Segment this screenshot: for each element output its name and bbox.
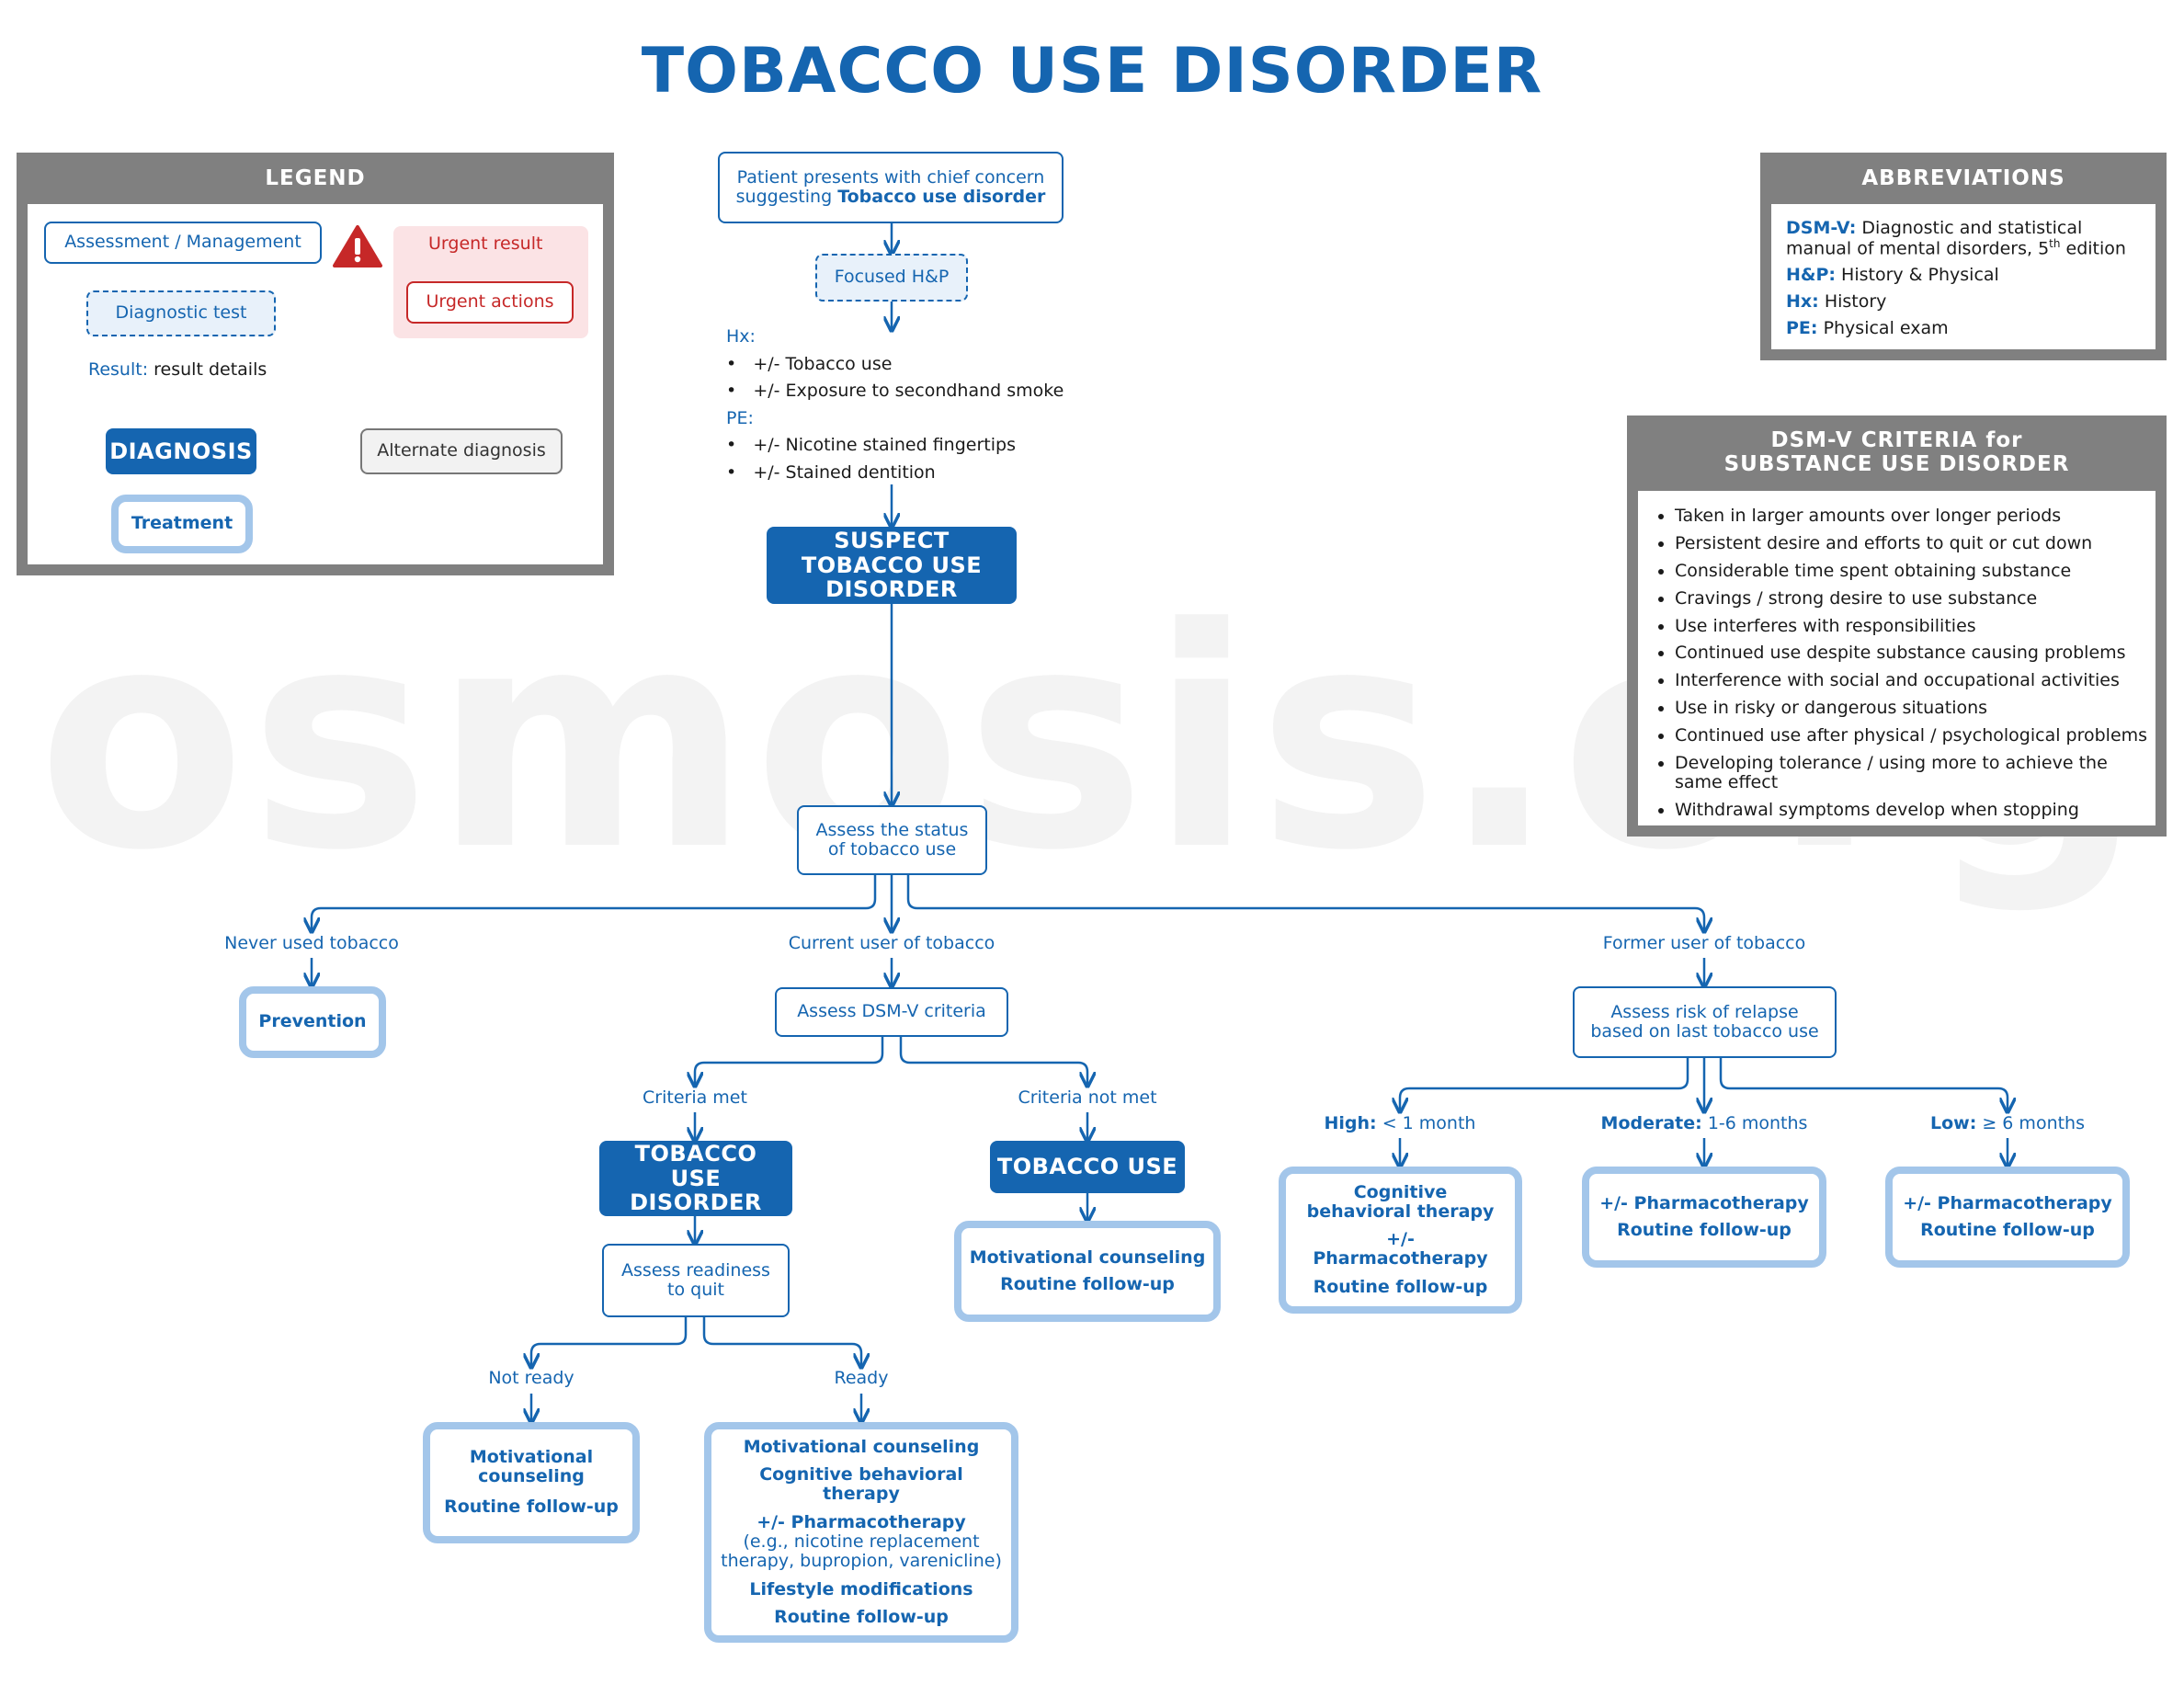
suspect-node: SUSPECT TOBACCO USE DISORDER [767,527,1017,604]
readiness-node: Assess readiness to quit [602,1244,790,1317]
ready-label: Ready [834,1368,889,1388]
legend-urgent-result: Urgent result [428,233,543,254]
ready-treatment: Motivational counseling Cognitive behavi… [704,1422,1018,1643]
legend-urgent-actions: Urgent actions [406,281,574,324]
moderate-risk-label: Moderate: 1-6 months [1600,1113,1808,1133]
low-risk-label: Low: ≥ 6 months [1929,1113,2085,1133]
criteria-item: Persistent desire and efforts to quit or… [1675,533,2153,553]
current-label: Current user of tobacco [788,933,995,953]
warning-icon [333,225,382,267]
criteria-item: Considerable time spent obtaining substa… [1675,561,2153,581]
criteria-item: Developing tolerance / using more to ach… [1675,754,2153,792]
legend-heading: LEGEND [17,153,614,204]
hx-item: • +/- Exposure to secondhand smoke [726,381,1064,401]
criteria-item: Continued use despite substance causing … [1675,643,2153,663]
abbreviations-heading: ABBREVIATIONS [1760,153,2167,204]
focused-hp-node: Focused H&P [815,254,968,302]
pe-item: • +/- Stained dentition [726,461,936,483]
hp-findings: Hx: • +/- Tobacco use • +/- Exposure to … [726,324,1064,486]
criteria-item: Use interferes with responsibilities [1675,616,2153,636]
criteria-item: Withdrawal symptoms develop when stoppin… [1675,800,2153,820]
legend-diagnostic-test: Diagnostic test [86,290,276,336]
former-label: Former user of tobacco [1602,933,1806,953]
tobacco-use-node: TOBACCO USE [990,1141,1185,1193]
abbreviations-panel: ABBREVIATIONS [1760,153,2167,360]
criteria-met-label: Criteria met [643,1087,747,1108]
prevention-node: Prevention [239,986,386,1058]
pe-label: PE: [726,407,754,428]
hx-item: • +/- Tobacco use [726,353,893,374]
legend-result: Result: result details [88,359,267,380]
high-risk-treatment: Cognitive behavioral therapy +/- Pharmac… [1279,1167,1522,1314]
never-label: Never used tobacco [224,933,399,953]
tobacco-use-disorder-node: TOBACCO USE DISORDER [599,1141,792,1216]
criteria-item: Cravings / strong desire to use substanc… [1675,588,2153,609]
not-ready-label: Not ready [488,1368,574,1388]
hx-label: Hx: [726,326,756,347]
legend-assessment: Assessment / Management [44,222,322,264]
assess-status-node: Assess the status of tobacco use [797,805,987,875]
criteria-list: Taken in larger amounts over longer peri… [1638,507,2153,828]
legend-treatment: Treatment [111,495,253,553]
relapse-node: Assess risk of relapse based on last tob… [1573,986,1837,1058]
criteria-item: Use in risky or dangerous situations [1675,699,2153,718]
assess-dsm-node: Assess DSM-V criteria [775,987,1008,1037]
legend-diagnosis: DIAGNOSIS [106,428,256,474]
criteria-item: Taken in larger amounts over longer peri… [1675,507,2153,526]
page-title: TOBACCO USE DISORDER [641,35,1543,108]
legend-alternate-diagnosis: Alternate diagnosis [360,428,563,474]
abbreviation-hx: Hx: History [1786,291,1887,312]
criteria-not-met-label: Criteria not met [1018,1087,1157,1108]
pe-item: • +/- Nicotine stained fingertips [726,435,1016,455]
criteria-item: Interference with social and occupationa… [1675,671,2153,690]
abbreviation-hp: H&P: History & Physical [1786,265,1999,285]
criteria-item: Continued use after physical / psycholog… [1675,726,2153,746]
abbreviation-pe: PE: Physical exam [1786,318,1949,338]
high-risk-label: High: < 1 month [1324,1113,1476,1133]
abbreviation-dsm: DSM-V: Diagnostic and statistical manual… [1786,218,2126,259]
